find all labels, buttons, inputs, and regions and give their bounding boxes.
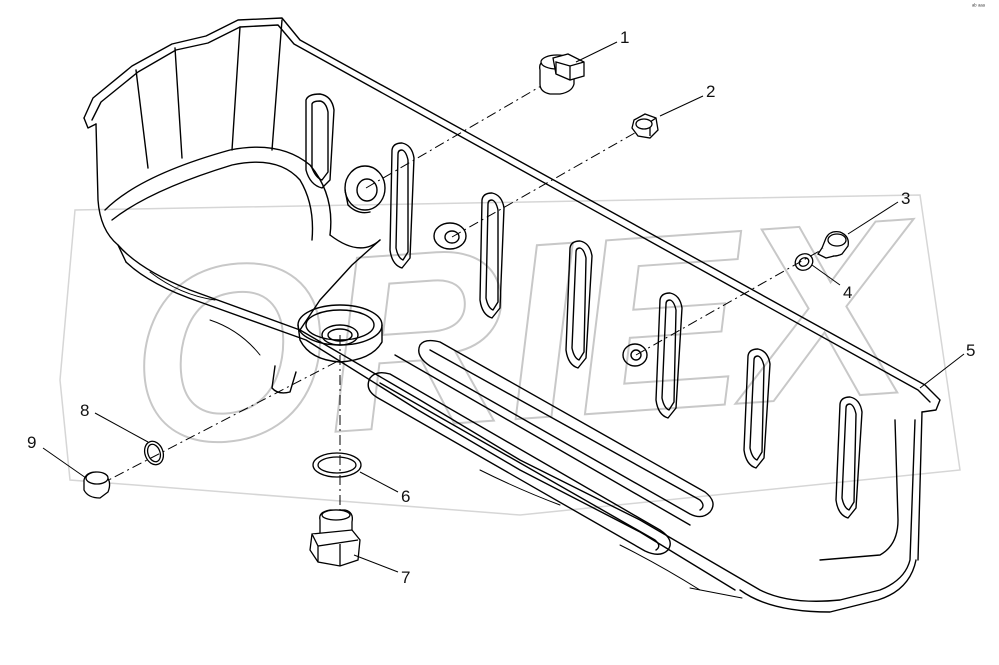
- assembly-centerlines: [96, 81, 831, 520]
- oil-pan: [83, 17, 941, 613]
- label-part-6: 6: [401, 487, 410, 506]
- watermark-text: ORIEX: [121, 165, 930, 499]
- part-number-labels: 1 2 3 4 5 6 7 8 9: [27, 28, 975, 587]
- stiffener-ribs: [305, 93, 863, 519]
- label-part-3: 3: [901, 189, 910, 208]
- sump-channels: [367, 339, 714, 555]
- watermark: ORIEX: [59, 164, 961, 516]
- label-part-9: 9: [27, 433, 36, 452]
- label-part-1: 1: [620, 28, 629, 47]
- part-7-drain-plug: [309, 509, 361, 567]
- label-part-7: 7: [401, 568, 410, 587]
- part-6-sealing-ring: [312, 452, 362, 478]
- boss-part3: [622, 343, 648, 367]
- part-4-sealing-ring: [794, 253, 814, 271]
- label-part-4: 4: [843, 283, 852, 302]
- part-1-plug: [539, 53, 585, 95]
- label-part-5: 5: [966, 341, 975, 360]
- boss-part1: [344, 165, 386, 214]
- part-9-plug: [83, 471, 111, 499]
- side-stub: [271, 365, 297, 394]
- corner-mark: ᵃᵇ ᵃᵃᵃ: [972, 3, 986, 10]
- part-3-plug: [817, 230, 849, 259]
- boss-part2: [433, 222, 467, 250]
- label-part-2: 2: [706, 82, 715, 101]
- part-8-sealing-ring: [143, 440, 165, 466]
- leader-lines: [42, 41, 965, 573]
- part-2-plug: [631, 113, 659, 139]
- label-part-8: 8: [80, 401, 89, 420]
